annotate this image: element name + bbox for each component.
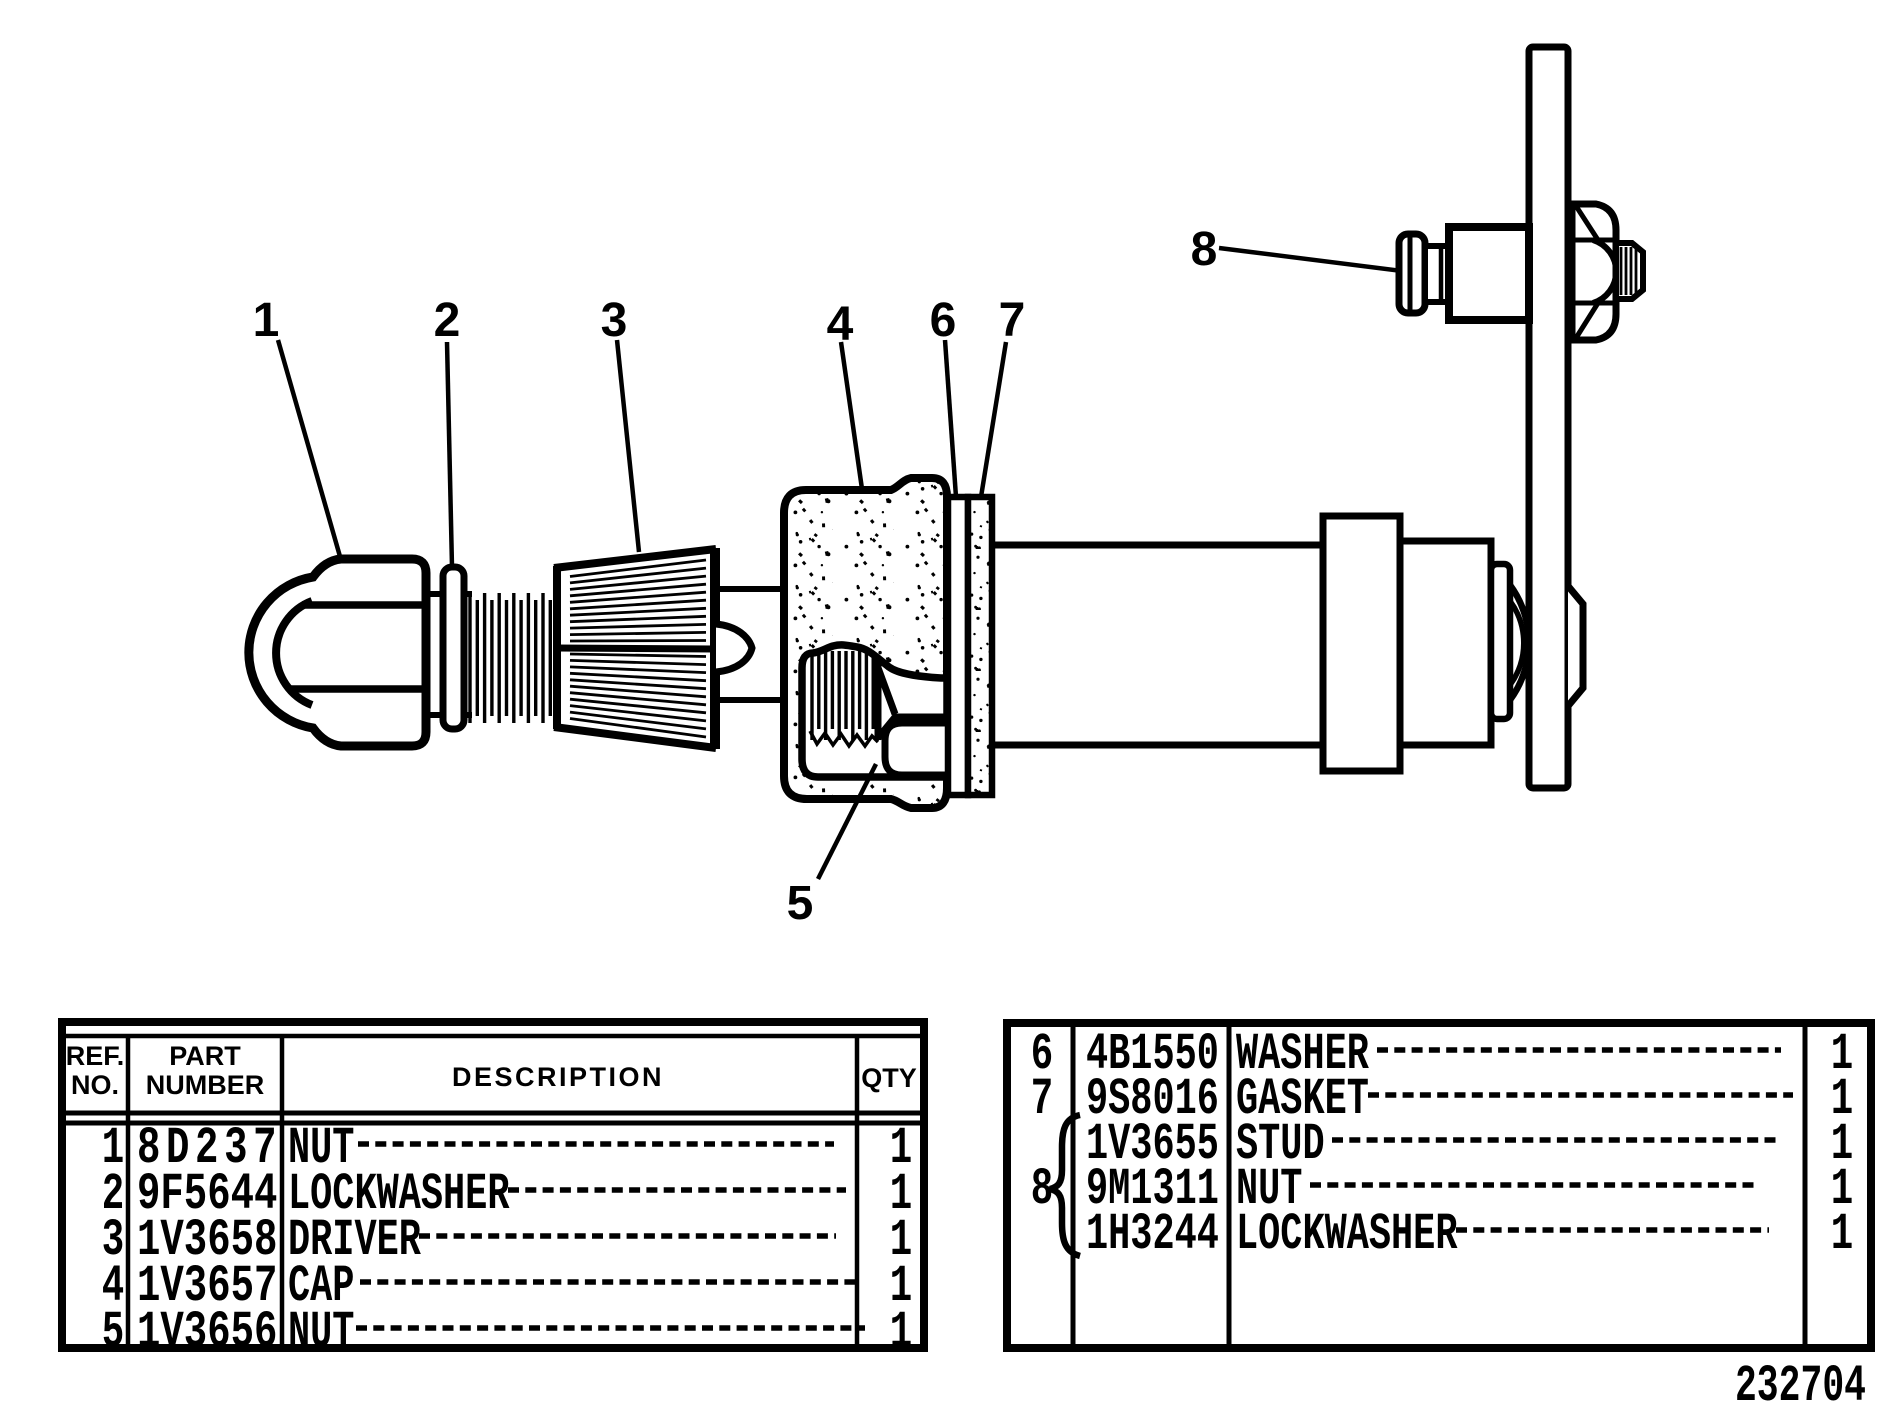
svg-text:1: 1 bbox=[890, 1210, 912, 1270]
svg-text:8: 8 bbox=[1191, 223, 1218, 276]
svg-text:GASKET: GASKET bbox=[1236, 1069, 1369, 1129]
svg-text:4B1550: 4B1550 bbox=[1086, 1024, 1219, 1084]
svg-text:1: 1 bbox=[890, 1118, 912, 1178]
svg-text:4: 4 bbox=[827, 298, 854, 351]
svg-text:4: 4 bbox=[102, 1256, 124, 1316]
svg-text:9F5644: 9F5644 bbox=[137, 1165, 277, 1224]
svg-text:LOCKWASHER: LOCKWASHER bbox=[288, 1164, 509, 1224]
svg-text:5: 5 bbox=[102, 1302, 124, 1362]
svg-text:STUD: STUD bbox=[1236, 1114, 1325, 1174]
svg-text:1: 1 bbox=[1831, 1114, 1853, 1174]
svg-text:1V3657: 1V3657 bbox=[137, 1257, 277, 1316]
svg-text:5: 5 bbox=[787, 877, 814, 930]
svg-text:1: 1 bbox=[102, 1118, 124, 1178]
svg-text:1: 1 bbox=[890, 1256, 912, 1316]
svg-text:1: 1 bbox=[1831, 1024, 1853, 1084]
svg-text:8: 8 bbox=[1031, 1159, 1053, 1219]
svg-text:8D237: 8D237 bbox=[137, 1119, 282, 1178]
svg-text:1V3655: 1V3655 bbox=[1086, 1114, 1219, 1174]
svg-text:1: 1 bbox=[1831, 1159, 1853, 1219]
svg-text:NO.: NO. bbox=[71, 1070, 119, 1100]
svg-text:1: 1 bbox=[253, 294, 280, 347]
svg-text:QTY: QTY bbox=[861, 1063, 917, 1093]
svg-text:1: 1 bbox=[890, 1302, 912, 1362]
svg-text:WASHER: WASHER bbox=[1236, 1024, 1369, 1084]
svg-text:2: 2 bbox=[102, 1164, 124, 1224]
svg-text:NUT: NUT bbox=[288, 1302, 354, 1362]
svg-text:6: 6 bbox=[1031, 1024, 1053, 1084]
svg-text:NUMBER: NUMBER bbox=[146, 1070, 265, 1100]
svg-text:DESCRIPTION: DESCRIPTION bbox=[452, 1062, 664, 1092]
svg-text:DRIVER: DRIVER bbox=[288, 1210, 421, 1270]
svg-text:1: 1 bbox=[890, 1164, 912, 1224]
svg-text:9M1311: 9M1311 bbox=[1086, 1159, 1219, 1219]
svg-text:2: 2 bbox=[434, 294, 461, 347]
svg-text:7: 7 bbox=[999, 294, 1026, 347]
svg-text:1V3658: 1V3658 bbox=[137, 1211, 277, 1270]
svg-text:1V3656: 1V3656 bbox=[137, 1303, 277, 1362]
svg-text:1H3244: 1H3244 bbox=[1086, 1204, 1219, 1264]
svg-text:CAP: CAP bbox=[288, 1256, 354, 1316]
svg-text:9S8016: 9S8016 bbox=[1086, 1069, 1219, 1129]
svg-text:NUT: NUT bbox=[1236, 1159, 1302, 1219]
svg-text:1: 1 bbox=[1831, 1069, 1853, 1129]
svg-text:7: 7 bbox=[1031, 1069, 1053, 1129]
svg-text:NUT: NUT bbox=[288, 1118, 354, 1178]
svg-text:3: 3 bbox=[102, 1210, 124, 1270]
svg-text:LOCKWASHER: LOCKWASHER bbox=[1236, 1204, 1457, 1264]
svg-text:6: 6 bbox=[930, 294, 957, 347]
svg-text:3: 3 bbox=[601, 294, 628, 347]
svg-text:PART: PART bbox=[169, 1041, 241, 1071]
svg-text:1: 1 bbox=[1831, 1204, 1853, 1264]
svg-text:232704: 232704 bbox=[1735, 1358, 1866, 1416]
svg-text:REF.: REF. bbox=[66, 1041, 125, 1071]
